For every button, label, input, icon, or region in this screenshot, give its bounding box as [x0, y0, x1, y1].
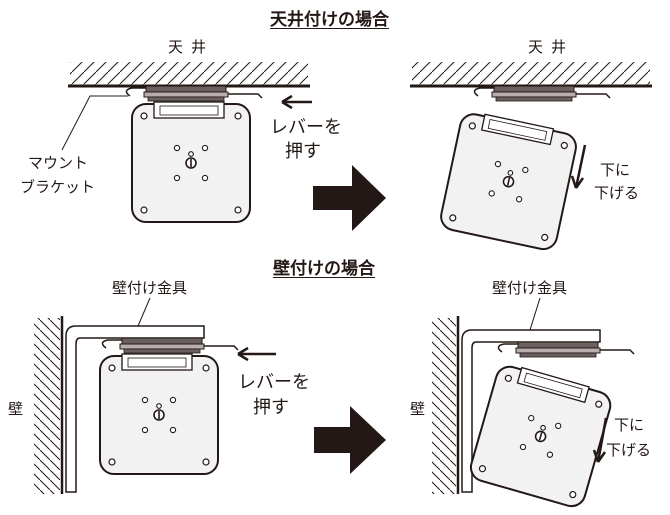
projector-unit-top-right: [437, 108, 580, 253]
ceiling-section-title: 天井付けの場合: [270, 10, 389, 30]
wall-bracket-left: [101, 337, 239, 354]
wall-fitting-right: [461, 329, 601, 493]
ceiling-bracket-left: [125, 85, 263, 102]
mount-bracket-leader: [61, 95, 128, 151]
wall-fitting-label-right: 壁付け金具: [492, 279, 568, 297]
ceiling-bracket-right: [473, 85, 611, 102]
wall-fitting-leader-right: [529, 297, 541, 331]
push-lever-label-bottom-line2: 押す: [253, 397, 289, 418]
push-lever-label-bottom-line1: レバーを: [238, 372, 310, 393]
push-lever-arrow-bottom: [237, 346, 276, 362]
wall-fitting-leader-left: [137, 297, 151, 327]
push-lever-label-top-line1: レバーを: [270, 117, 342, 138]
wall-hatch-left: [34, 318, 60, 494]
ceiling-hatch-left: [70, 62, 308, 86]
ceiling-label-left: 天井: [168, 38, 215, 56]
ceiling-hatch-right: [412, 62, 650, 86]
wall-label-left: 壁: [8, 400, 24, 418]
push-lever-arrow-top: [281, 94, 312, 110]
wall-section-title: 壁付けの場合: [273, 259, 375, 279]
wall-label-right: 壁: [410, 400, 426, 418]
wall-fitting-left: [65, 325, 205, 493]
ceiling-label-right: 天井: [528, 38, 575, 56]
lower-label-top-line1: 下に: [600, 161, 631, 179]
lower-label-bottom-line1: 下に: [614, 416, 645, 434]
mount-bracket-label-line1: マウント: [28, 154, 89, 172]
projector-unit-top-left: [131, 101, 251, 223]
lower-arrow-bottom: [592, 417, 608, 463]
wall-fitting-label-left: 壁付け金具: [112, 279, 188, 297]
big-arrow-bottom: [314, 406, 386, 474]
lower-label-bottom-line2: 下げる: [606, 441, 652, 459]
lower-label-top-line2: 下げる: [594, 184, 640, 202]
wall-bracket-right: [497, 341, 635, 358]
projector-unit-bottom-right: [466, 360, 616, 511]
projector-unit-bottom-left: [99, 353, 219, 475]
push-lever-label-top-line2: 押す: [285, 141, 321, 162]
wall-hatch-right: [432, 318, 456, 494]
lower-arrow-top: [570, 144, 587, 189]
mount-bracket-label-line2: ブラケット: [20, 178, 96, 196]
big-arrow-top: [313, 165, 386, 231]
